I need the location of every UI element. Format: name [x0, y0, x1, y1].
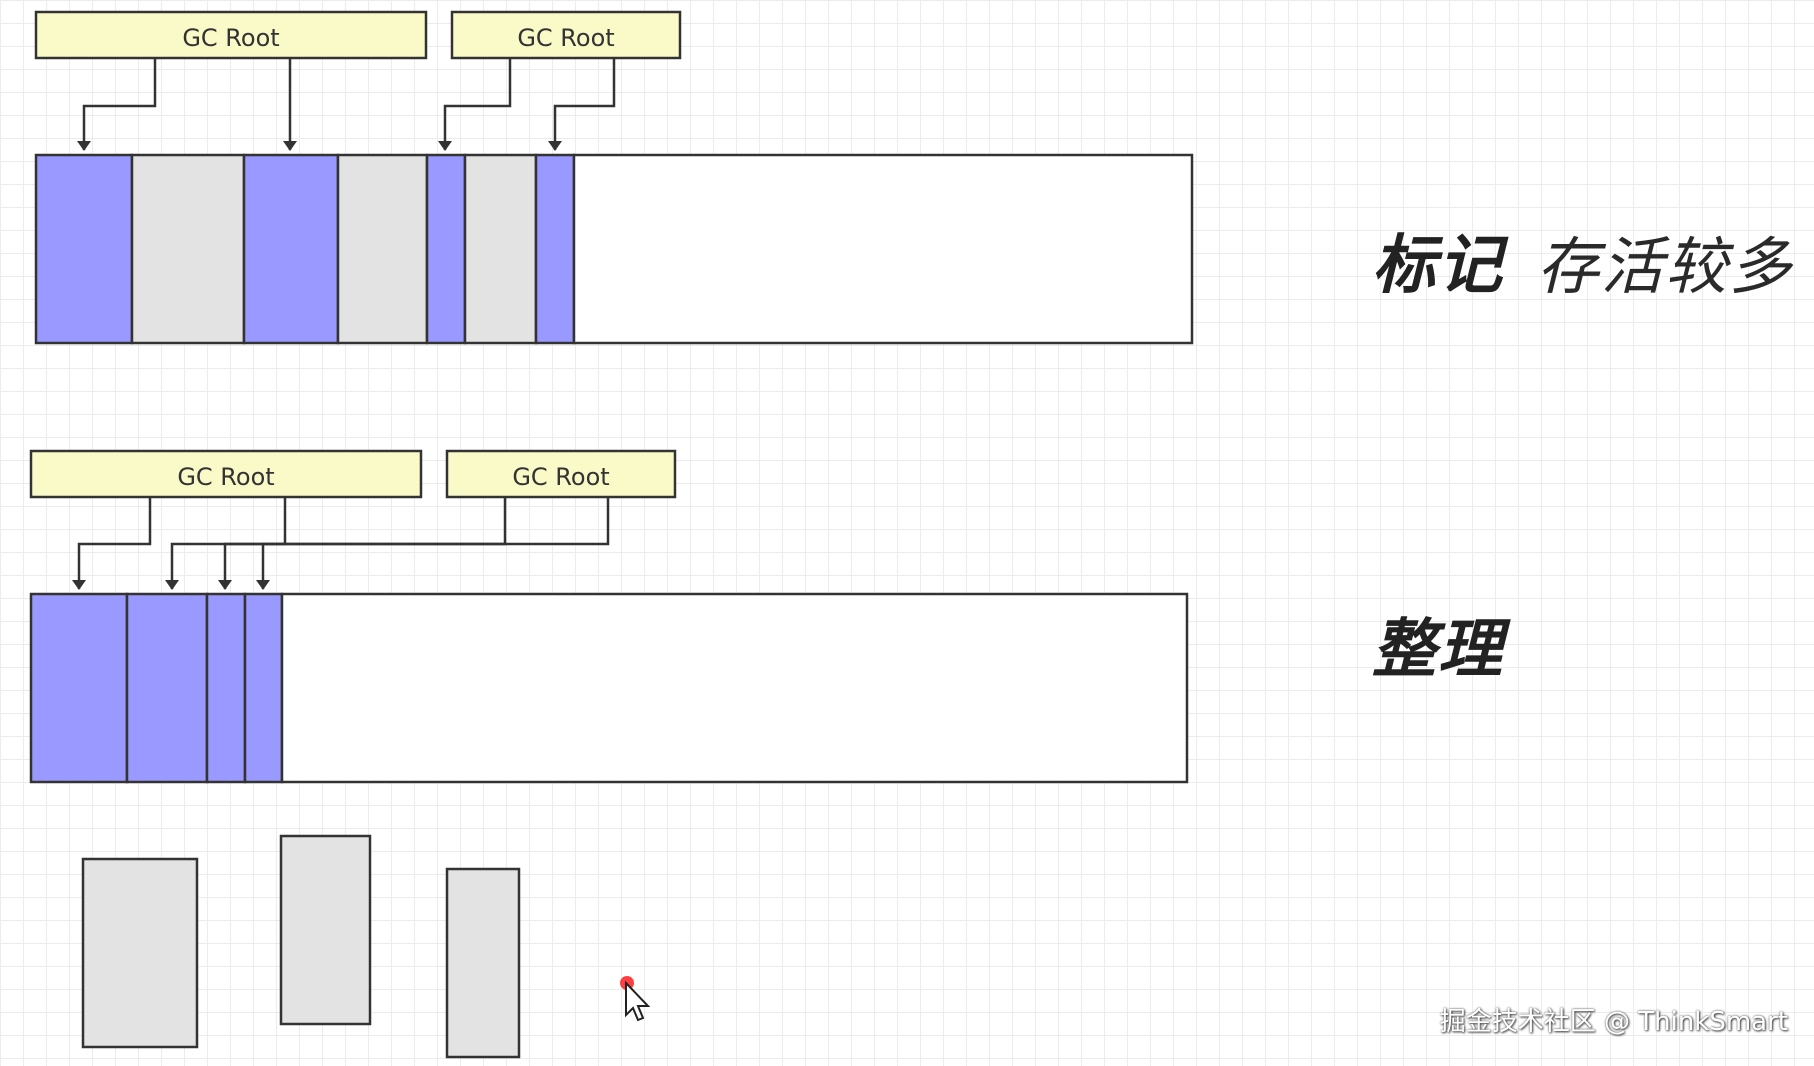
- heap-memory: [29, 592, 1189, 784]
- heap-cell-live: [205, 592, 247, 784]
- freed-objects: [81, 834, 521, 1059]
- heap-cell-free: [280, 592, 1189, 784]
- heap-cell-live: [534, 153, 576, 345]
- gc-root-label: GC Root: [517, 24, 614, 52]
- reference-arrows: [72, 497, 610, 590]
- mark-phase-title: 标记: [1372, 229, 1504, 303]
- heap-cell-live: [242, 153, 340, 345]
- heap-cell-live: [34, 153, 134, 345]
- gc-root-2: GC Root: [450, 10, 682, 60]
- gc-root-label: GC Root: [512, 463, 609, 491]
- mark-phase-note: 存活较多: [1537, 230, 1794, 303]
- watermark: 掘金技术社区 @ ThinkSmart: [1439, 1007, 1788, 1037]
- heap-cell-live: [243, 592, 284, 784]
- reference-arrow: [77, 58, 157, 151]
- heap-cell-free: [572, 153, 1194, 345]
- compact-phase-title: 整理: [1372, 613, 1504, 687]
- heap-memory: [34, 153, 1194, 345]
- gc-root-label: GC Root: [182, 24, 279, 52]
- gc-root-1: GC Root: [29, 449, 423, 499]
- mark-phase: GC Root GC Root: [34, 10, 1194, 345]
- reference-arrow: [438, 58, 512, 151]
- gc-root-1: GC Root: [34, 10, 428, 60]
- freed-object: [279, 834, 372, 1026]
- compact-phase: GC Root GC Root: [29, 449, 1189, 784]
- heap-cell-dead: [463, 153, 538, 345]
- reference-arrow: [548, 58, 616, 151]
- heap-cell-live: [425, 153, 467, 345]
- gc-root-2: GC Root: [445, 449, 677, 499]
- heap-cell-live: [125, 592, 209, 784]
- reference-arrows: [77, 58, 616, 151]
- gc-root-label: GC Root: [177, 463, 274, 491]
- reference-arrow: [72, 497, 152, 590]
- freed-object: [445, 867, 521, 1059]
- freed-object: [81, 857, 199, 1049]
- arrow-cursor-icon: [620, 975, 654, 1027]
- heap-cell-dead: [336, 153, 429, 345]
- reference-arrow: [256, 497, 610, 590]
- heap-cell-dead: [130, 153, 246, 345]
- heap-cell-live: [29, 592, 129, 784]
